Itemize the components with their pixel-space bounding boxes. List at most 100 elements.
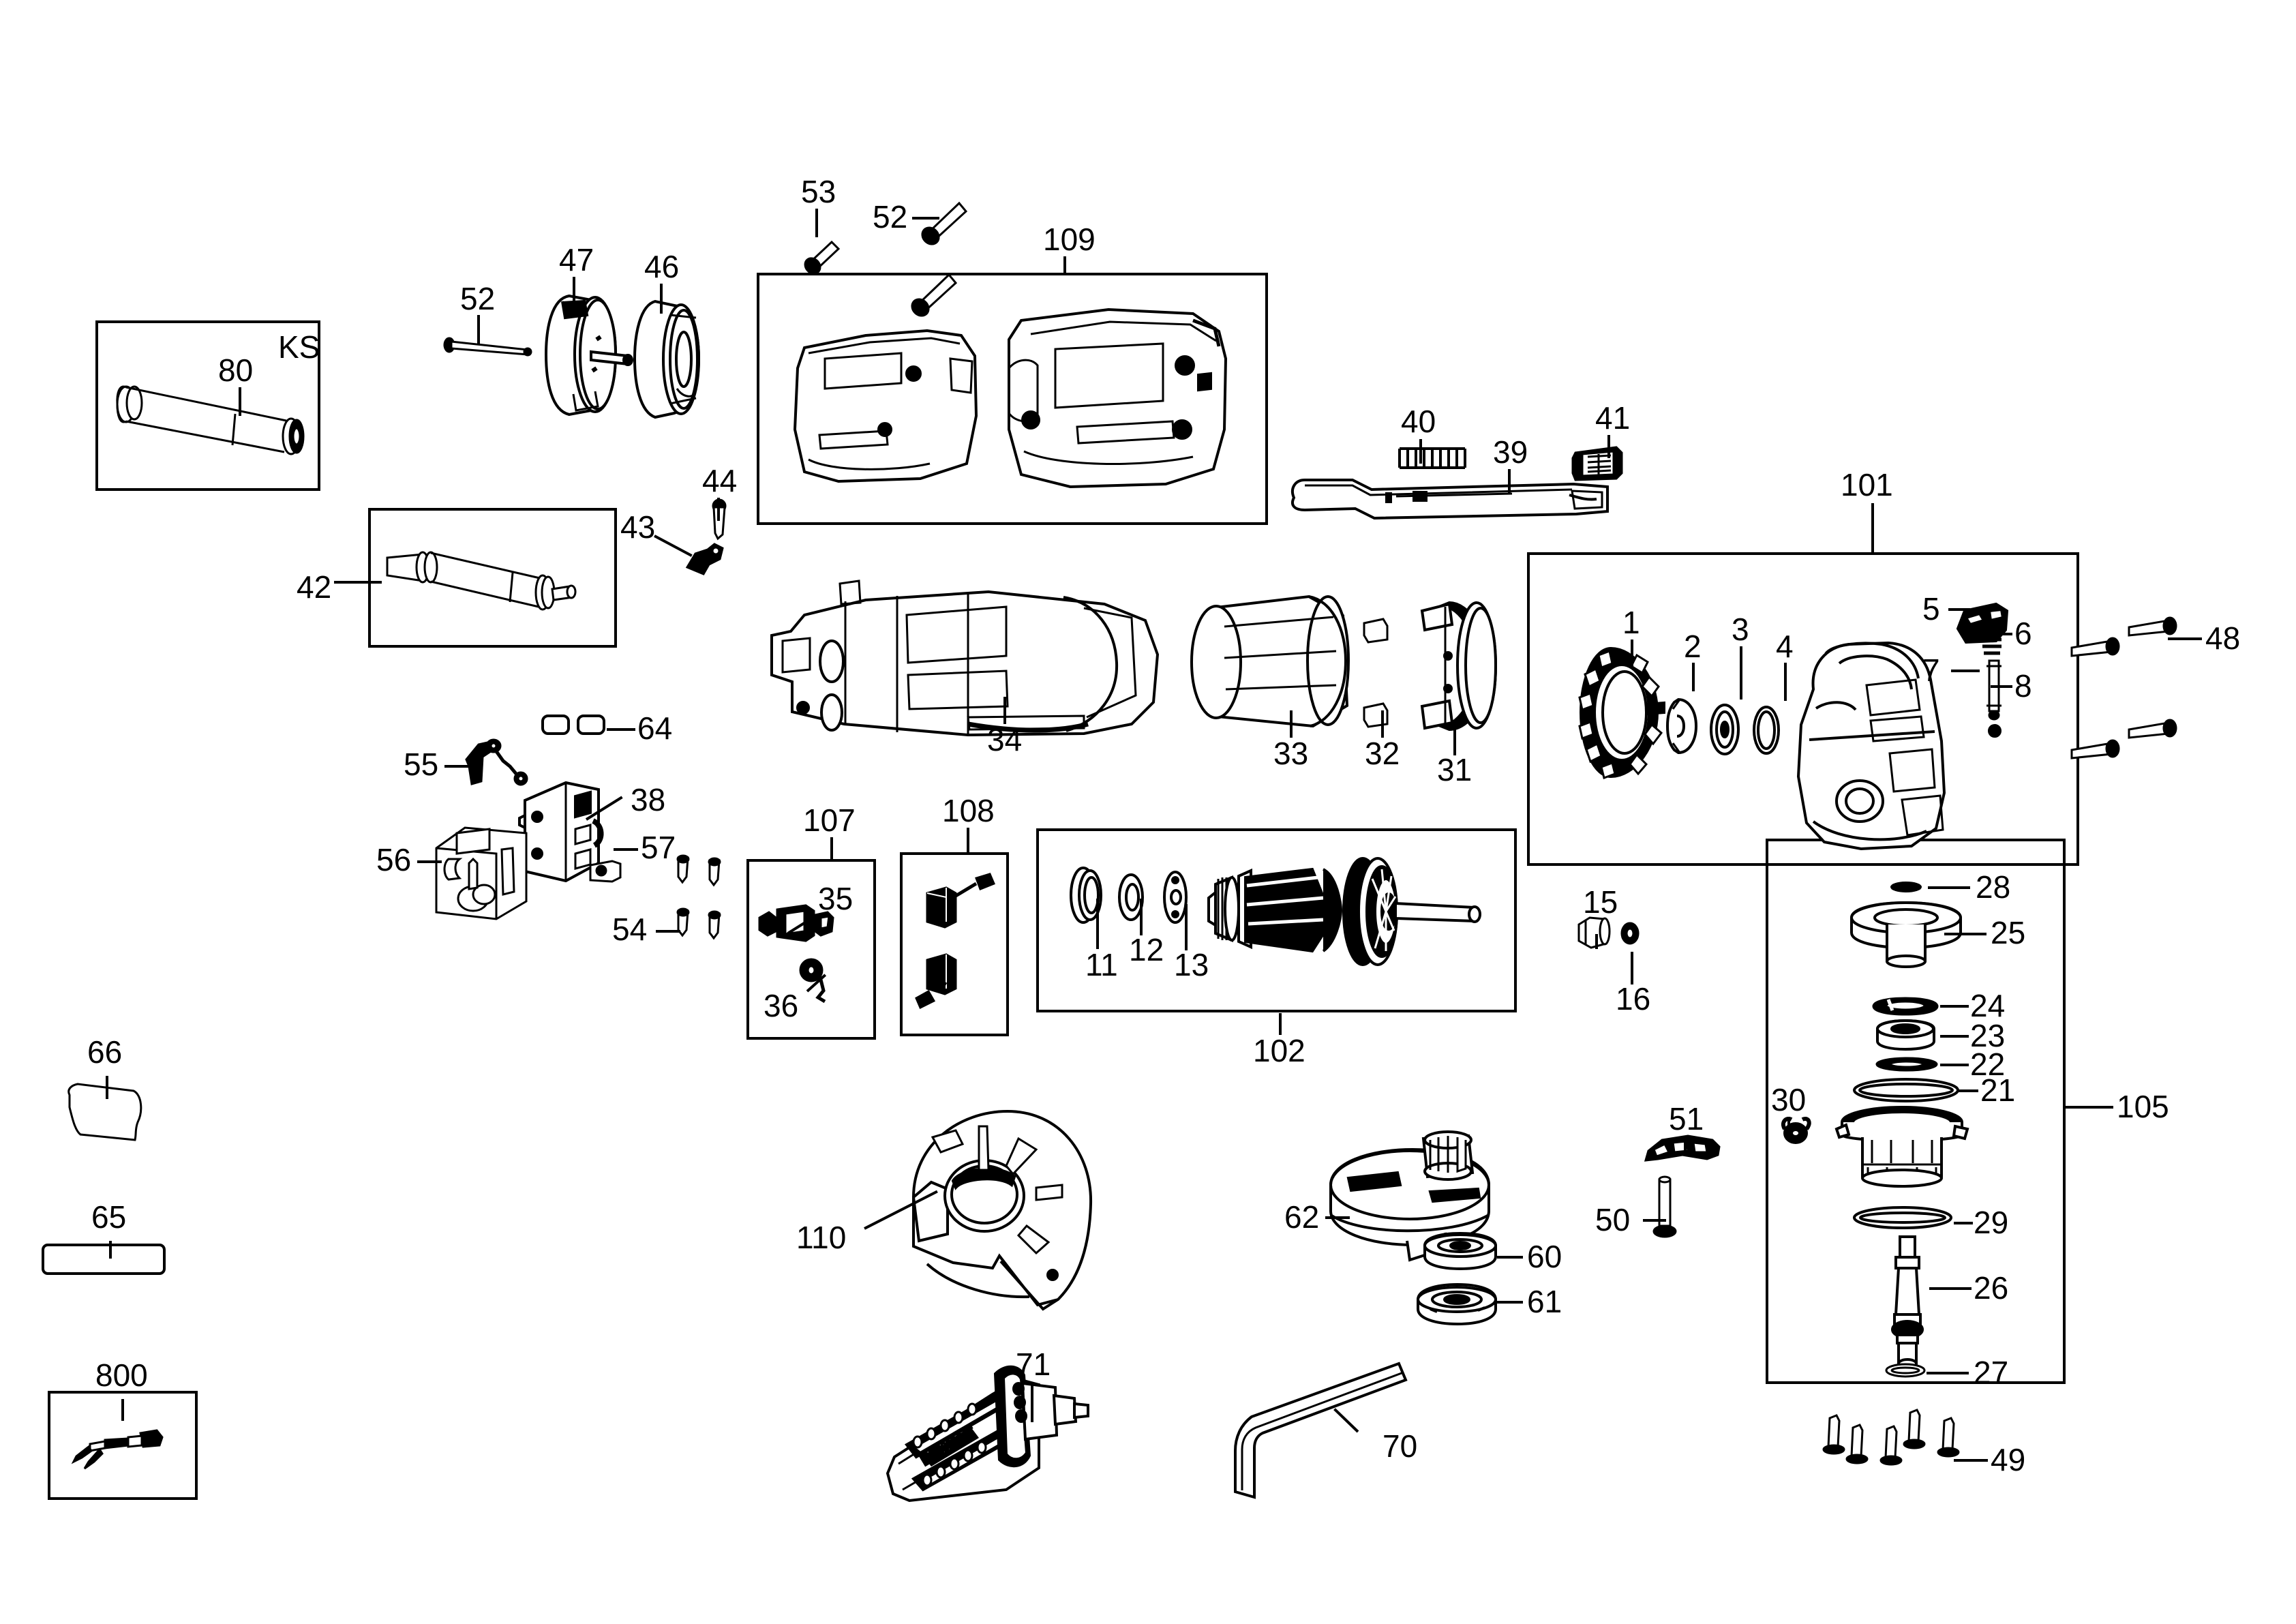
part-1-fan	[1571, 644, 1674, 781]
leader-31	[1453, 727, 1456, 755]
leader-101	[1871, 503, 1874, 554]
part-800-warning-tool	[60, 1417, 190, 1485]
callout-39: 39	[1493, 434, 1528, 470]
callout-48: 48	[2205, 620, 2241, 656]
leader-109	[1063, 256, 1066, 275]
callout-109: 109	[1043, 222, 1096, 257]
leader-5	[1948, 608, 1970, 611]
callout-40: 40	[1401, 404, 1436, 439]
callout-33: 33	[1273, 736, 1309, 771]
part-64-rubber-pads	[540, 710, 615, 739]
part-54-switch-screws-top	[671, 854, 733, 894]
part-57-switch-clip	[586, 856, 627, 886]
callout-54: 54	[612, 912, 648, 947]
part-61-clamp-nut	[1413, 1280, 1501, 1328]
leader-22	[1940, 1064, 1969, 1066]
callout-108: 108	[942, 793, 995, 828]
part-41-terminal-block	[1571, 443, 1626, 484]
leader-66	[106, 1076, 108, 1099]
callout-52b: 52	[873, 199, 908, 235]
leader-60	[1497, 1256, 1523, 1259]
group-box-108	[900, 852, 1009, 1036]
callout-47: 47	[559, 242, 594, 277]
leader-15	[1595, 934, 1598, 949]
callout-57: 57	[641, 830, 676, 865]
callout-5: 5	[1922, 591, 1940, 627]
part-110-wheel-guard	[866, 1104, 1098, 1316]
callout-102: 102	[1253, 1033, 1305, 1068]
part-80-handle-tube-ks	[106, 378, 317, 460]
leader-105	[2066, 1106, 2113, 1109]
callout-42: 42	[297, 569, 332, 605]
leader-28	[1928, 886, 1970, 889]
leader-40	[1419, 439, 1422, 464]
part-22-shim-washer	[1873, 1055, 1940, 1073]
part-51-guard-clamp-strap	[1642, 1132, 1723, 1166]
leader-46	[660, 284, 663, 314]
group-box-ks	[95, 320, 320, 491]
callout-24: 24	[1970, 988, 2006, 1023]
part-6-spring-small	[1977, 626, 2007, 661]
part-7-plunger-pin	[1982, 658, 2006, 721]
leader-47	[573, 277, 575, 308]
callout-56: 56	[376, 842, 412, 877]
callout-44: 44	[702, 463, 738, 498]
callout-51: 51	[1669, 1101, 1704, 1137]
part-56-switch-bracket	[431, 818, 540, 924]
part-53-short-screw	[803, 235, 844, 275]
leader-48	[2168, 637, 2202, 640]
leader-57	[614, 848, 638, 851]
leader-108	[967, 828, 969, 854]
part-54-switch-screws-bottom	[671, 907, 733, 948]
callout-60: 60	[1527, 1239, 1562, 1274]
group-box-102	[1036, 828, 1517, 1012]
leader-2	[1692, 663, 1695, 691]
leader-65	[109, 1241, 112, 1259]
part-35-brush-holder	[755, 901, 837, 949]
leader-56	[417, 860, 442, 863]
part-44-pin	[708, 498, 731, 545]
callout-70: 70	[1383, 1428, 1418, 1464]
part-70-hex-wrench	[1227, 1357, 1418, 1514]
leader-50	[1643, 1219, 1666, 1222]
part-65-label-flat	[40, 1241, 169, 1279]
callout-1: 1	[1622, 605, 1640, 640]
part-2-retaining-clip	[1663, 695, 1701, 757]
leader-26	[1929, 1287, 1972, 1290]
callout-6: 6	[2014, 616, 2032, 651]
callout-25: 25	[1991, 915, 2026, 950]
callout-11: 11	[1085, 947, 1118, 982]
leader-62	[1325, 1216, 1350, 1219]
callout-46: 46	[644, 249, 680, 284]
leader-52a	[477, 315, 480, 344]
callout-110: 110	[796, 1220, 847, 1255]
part-34-field-housing	[764, 573, 1179, 743]
callout-61: 61	[1527, 1284, 1562, 1319]
callout-55: 55	[404, 747, 439, 782]
callout-15: 15	[1583, 884, 1618, 920]
leader-71	[1031, 1384, 1033, 1422]
leader-49	[1954, 1459, 1988, 1462]
callout-29: 29	[1974, 1205, 2009, 1240]
part-66-label-curved	[60, 1076, 155, 1151]
callout-27: 27	[1974, 1355, 2009, 1390]
callout-107: 107	[803, 802, 856, 838]
part-29-o-ring-seal	[1852, 1204, 1954, 1231]
part-11-bearing	[1067, 864, 1108, 926]
part-42-handle-tube	[382, 532, 607, 631]
callout-22: 22	[1970, 1047, 2006, 1082]
callout-31: 31	[1437, 752, 1472, 787]
leader-29	[1954, 1222, 1973, 1224]
leader-7	[1951, 670, 1980, 672]
part-47-rear-cover	[542, 286, 633, 423]
leader-51	[1684, 1137, 1687, 1155]
callout-23: 23	[1970, 1018, 2006, 1053]
callout-101: 101	[1841, 467, 1893, 502]
part-50-clamp-screw	[1650, 1174, 1684, 1249]
leader-42	[334, 581, 382, 584]
callout-35: 35	[818, 881, 854, 916]
part-12-washer	[1115, 871, 1149, 923]
leader-4	[1784, 663, 1787, 701]
callout-2: 2	[1684, 629, 1702, 664]
